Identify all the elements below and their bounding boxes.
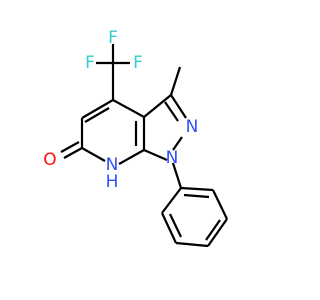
bond-c3a-c3 (143, 94, 172, 118)
bond-ph-3 (175, 241, 209, 248)
bond-c3a-c4 (112, 99, 145, 118)
bond-ph-inner-6 (183, 193, 210, 199)
bond-c6-o-double (60, 141, 80, 153)
bond-n7-c7a (118, 149, 145, 165)
bond-ph-4 (207, 218, 228, 247)
atom-hydrogen-nh: H (106, 172, 119, 192)
bond-ph-2 (161, 212, 177, 244)
bond-ph-1 (161, 187, 182, 214)
background (0, 0, 300, 300)
atom-fluorine-left: F (85, 53, 95, 73)
bond-ph-5 (212, 189, 228, 220)
bond-ph-6 (180, 186, 214, 192)
molecule-canvas: F F F O N N H N (0, 0, 300, 300)
atom-nitrogen-phenyl: N (166, 148, 179, 168)
atom-nitrogen-nh: N (106, 155, 119, 175)
bond-c6-n7 (81, 147, 106, 162)
bond-c3-methyl (169, 66, 182, 96)
bond-n1-phenyl (171, 162, 183, 189)
bonds (60, 44, 228, 248)
bond-c6-o (63, 147, 83, 159)
bond-c3-n2-double (164, 101, 179, 122)
bond-c4-c5 (81, 99, 114, 119)
atom-fluorine-top: F (108, 28, 118, 48)
bond-n2-n1 (172, 136, 183, 151)
molecule-structure: F F F O N N H N (0, 0, 300, 300)
bond-ph-inner-4 (205, 219, 221, 241)
bond-c3-n2 (170, 94, 187, 119)
bond-c4-c5-double (84, 107, 110, 123)
bond-n1-c7a (143, 148, 168, 162)
atom-oxygen: O (43, 150, 56, 170)
atom-fluorine-right: F (133, 53, 143, 73)
atom-nitrogen-pyrazole: N (186, 117, 199, 137)
bond-ph-inner-2 (169, 213, 182, 238)
